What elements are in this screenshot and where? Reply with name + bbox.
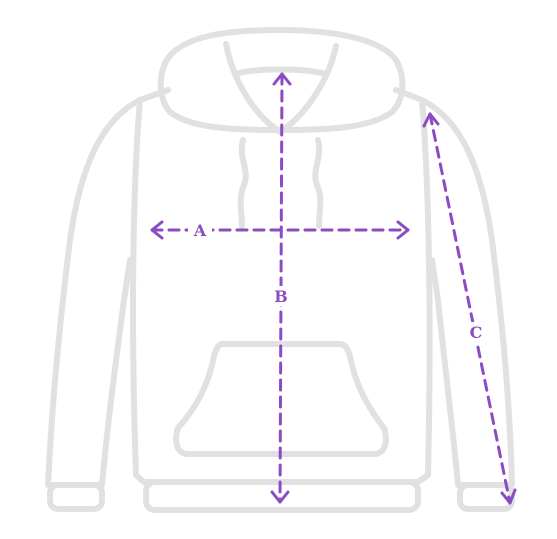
left-sleeve-outline xyxy=(45,97,143,488)
measure-a-arrow-left xyxy=(150,220,164,240)
right-sleeve-outline xyxy=(419,97,515,488)
measure-a-label: A xyxy=(193,221,207,240)
measure-c-label: C xyxy=(470,323,483,342)
hood-inner-rim xyxy=(233,66,329,77)
hood-outline xyxy=(157,27,406,133)
kangaroo-pocket xyxy=(173,341,389,457)
measure-b-arrow-top xyxy=(272,72,292,86)
measure-b-label: B xyxy=(274,287,288,306)
waistband xyxy=(143,479,421,513)
left-cuff xyxy=(47,482,105,512)
measure-c-arrow-top xyxy=(422,112,440,128)
measure-a-arrow-right xyxy=(396,220,410,240)
drawstring-left xyxy=(237,137,249,229)
measure-c-line xyxy=(428,112,512,505)
measure-c-arrow-bottom xyxy=(500,488,517,505)
measurement-guides: A B C xyxy=(150,72,517,505)
measure-b-arrow-bottom xyxy=(270,490,290,504)
drawstring-right xyxy=(312,137,324,229)
